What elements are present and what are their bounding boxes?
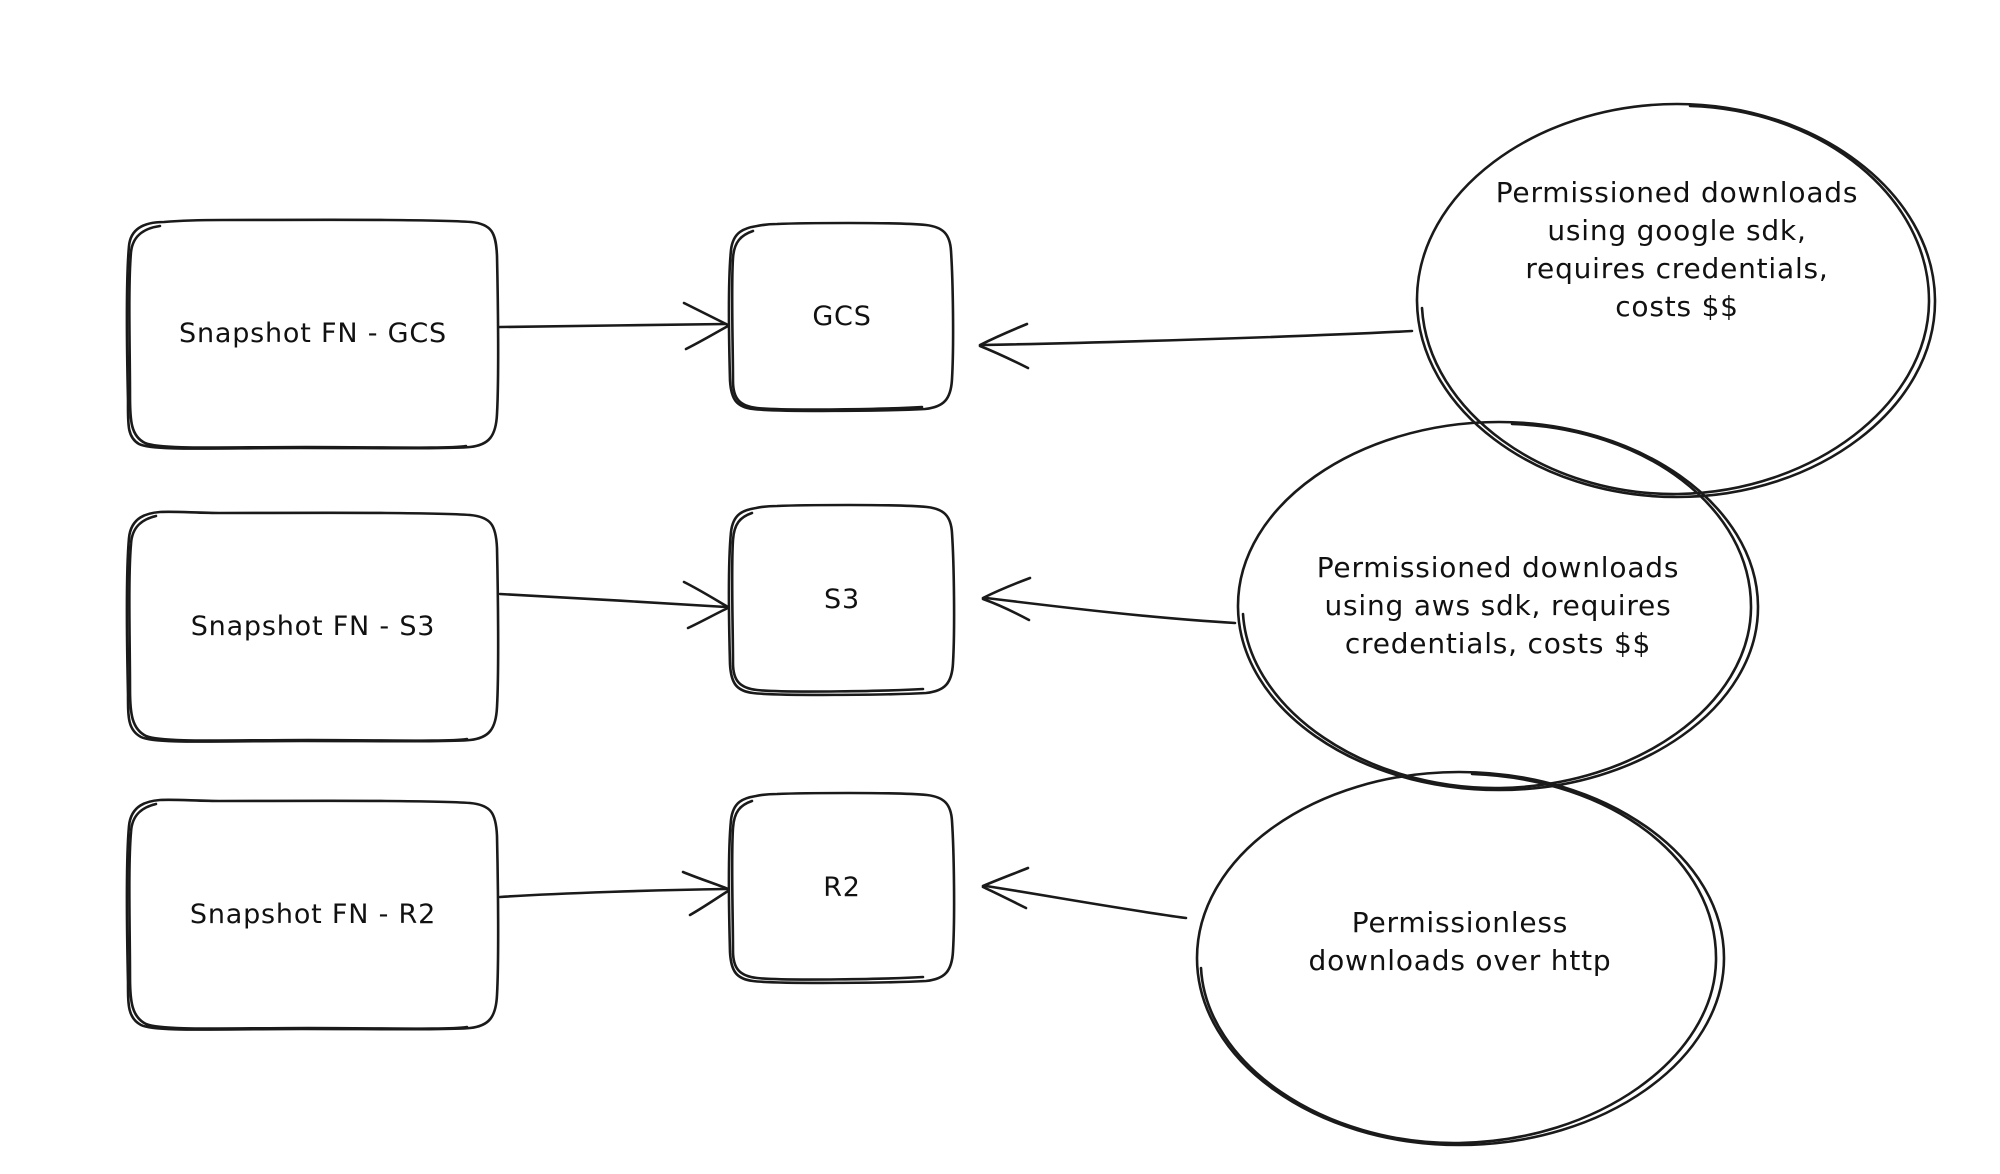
row-s3-edge-note-to-target xyxy=(981,576,1237,625)
row-s3-note-shape[interactable] xyxy=(1236,420,1760,792)
row-gcs-target-shape[interactable] xyxy=(727,221,955,413)
row-s3-target-shape[interactable] xyxy=(727,503,956,697)
row-s3-edge-source-to-target xyxy=(498,580,730,630)
row-gcs-source-shape[interactable] xyxy=(125,218,500,450)
row-r2-note-shape[interactable] xyxy=(1195,770,1726,1147)
row-r2-source-shape[interactable] xyxy=(125,798,500,1031)
row-r2-target-shape[interactable] xyxy=(727,791,956,985)
row-r2-edge-source-to-target xyxy=(498,870,730,917)
row-r2-edge-note-to-target xyxy=(981,866,1188,920)
row-gcs-note-shape[interactable] xyxy=(1415,102,1937,499)
row-s3-source-shape[interactable] xyxy=(125,510,500,743)
row-gcs-edge-source-to-target xyxy=(498,301,730,351)
row-gcs-edge-note-to-target xyxy=(978,322,1414,370)
